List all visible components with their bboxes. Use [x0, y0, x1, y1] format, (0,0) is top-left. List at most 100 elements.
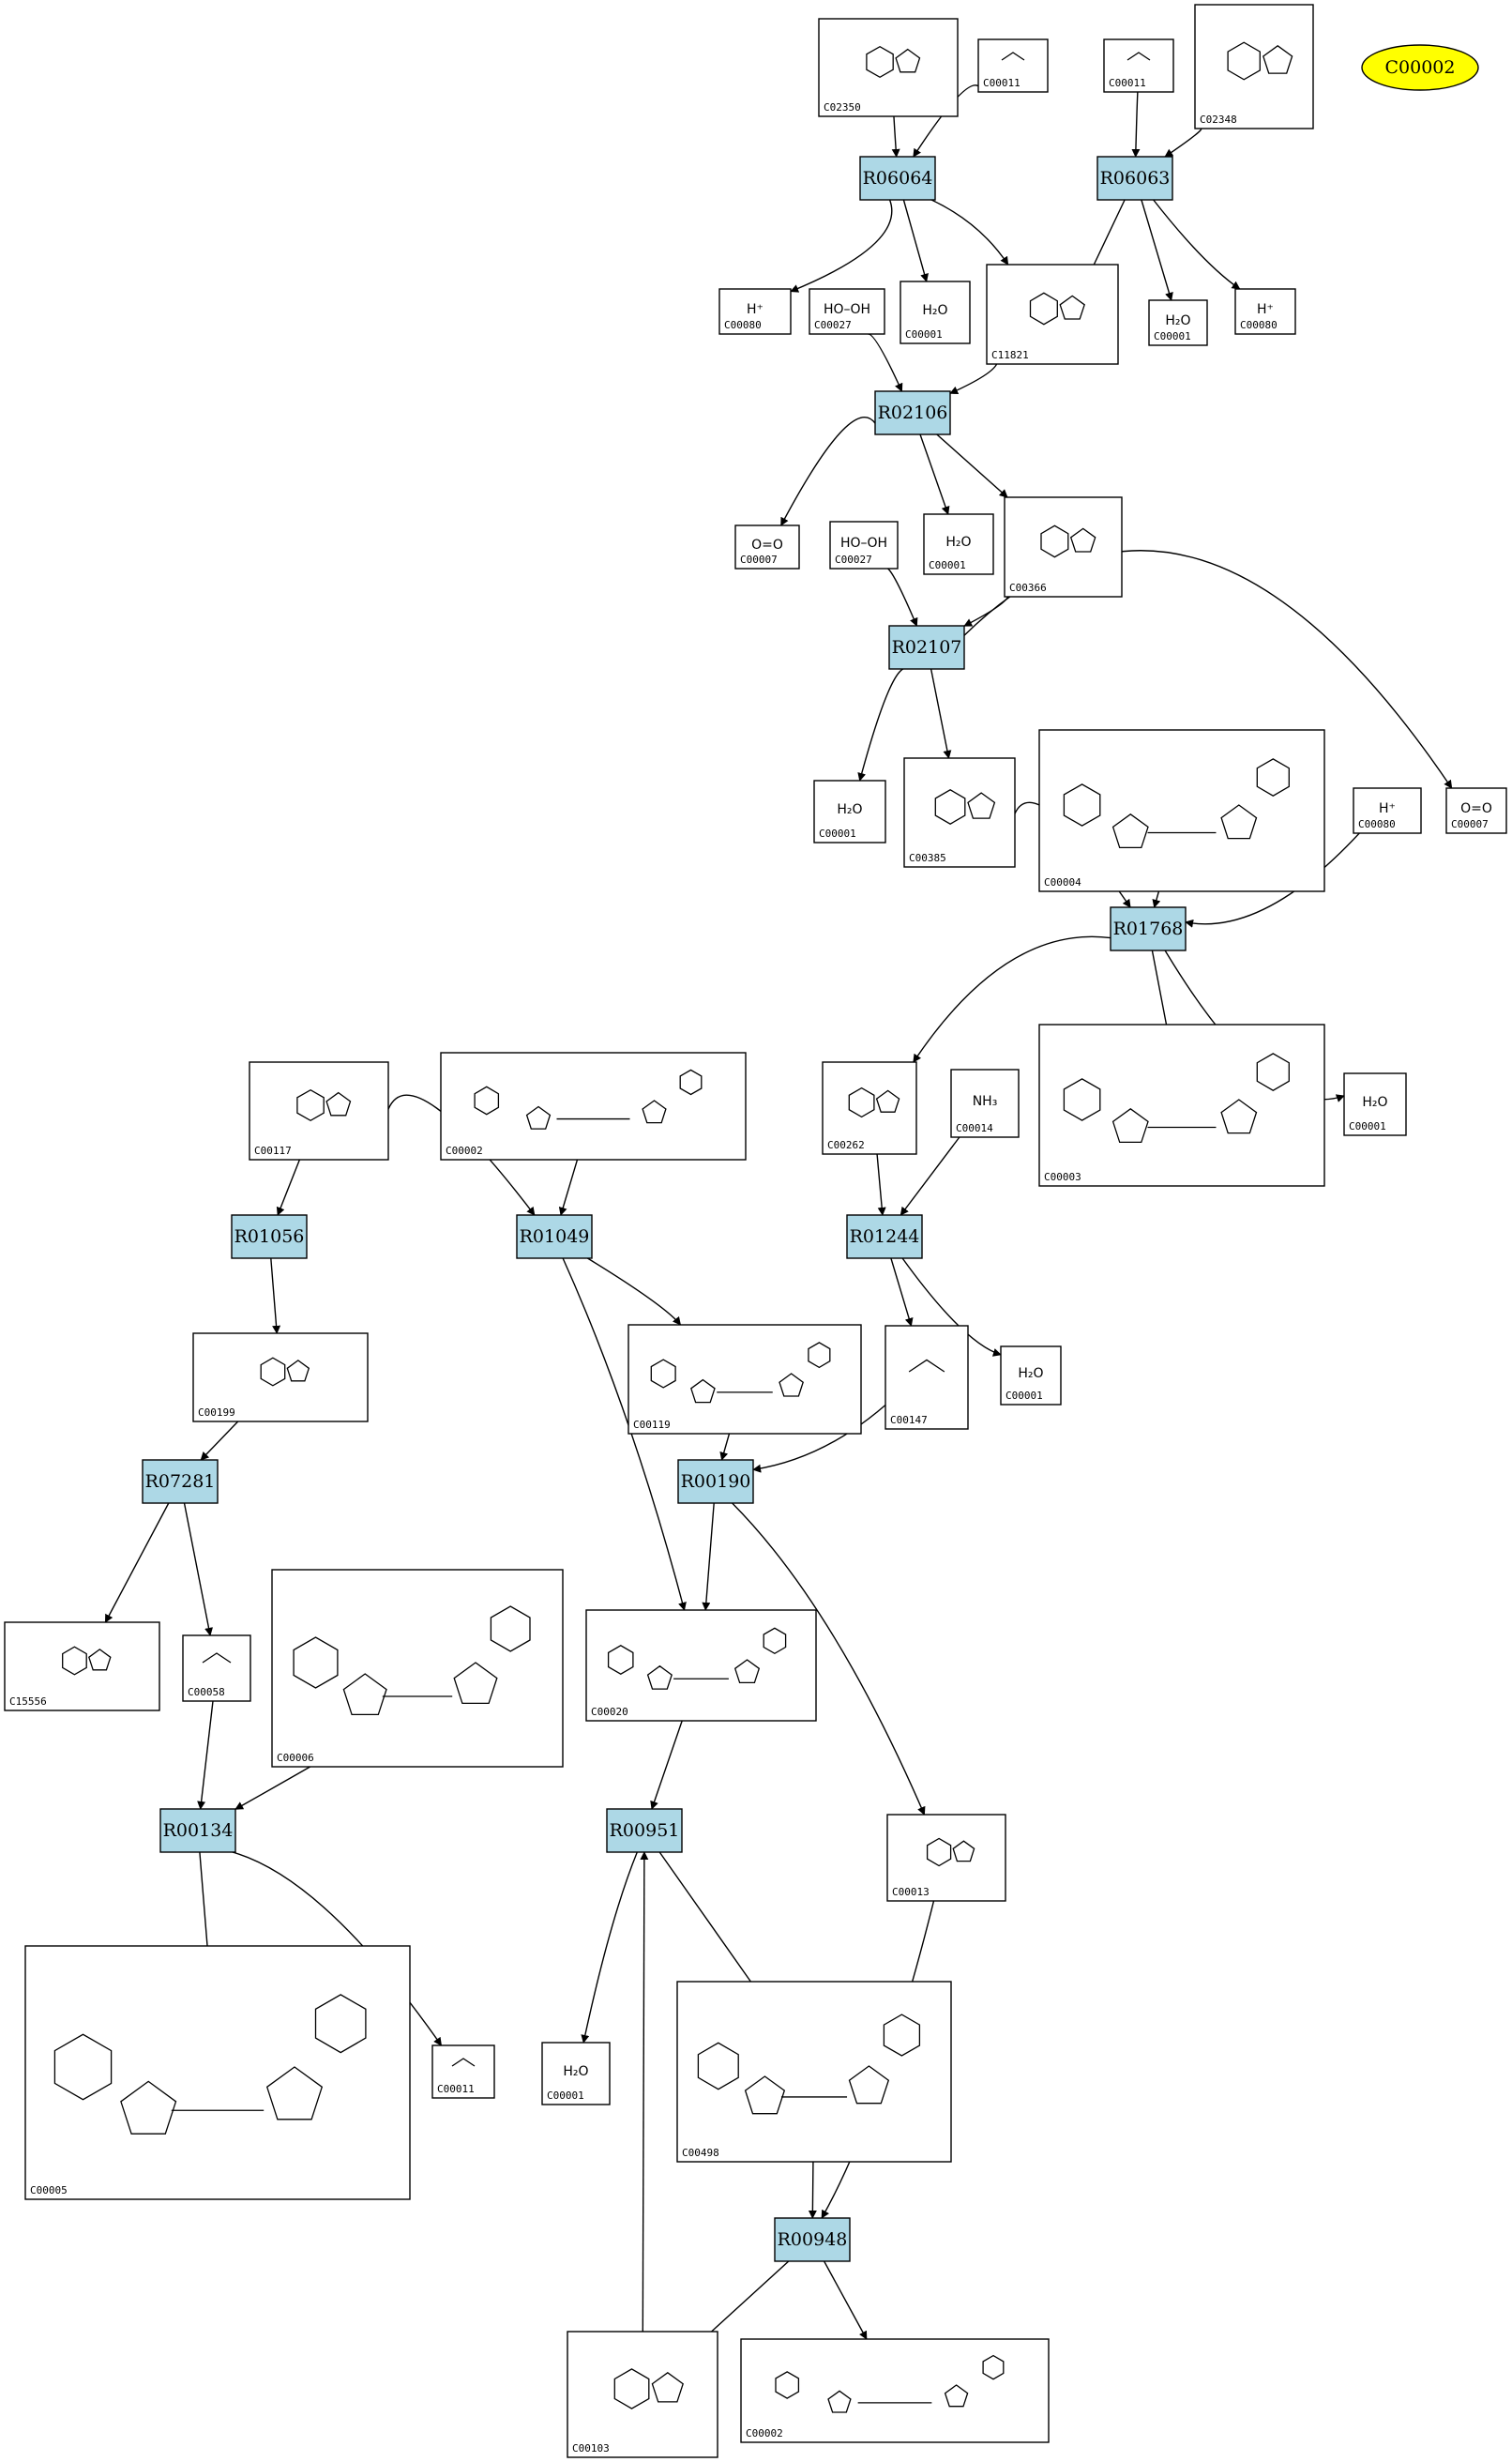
edge-arrow: [558, 1159, 579, 1216]
edge-arrow: [232, 1851, 443, 2046]
compound-id: C00007: [740, 554, 778, 566]
edge-arrow: [901, 1257, 1002, 1357]
reaction-id: R07281: [145, 1471, 216, 1492]
compound-node[interactable]: C00147: [885, 1325, 969, 1430]
compound-node[interactable]: C00002: [440, 1052, 747, 1161]
compound-box: [1038, 1024, 1325, 1187]
compound-node[interactable]: C00011: [977, 38, 1049, 93]
reaction-node[interactable]: R00134: [159, 1808, 236, 1853]
edge-arrow: [919, 433, 950, 515]
edge-arrow: [963, 596, 1009, 627]
compound-node[interactable]: C00103: [567, 2331, 718, 2458]
compound-id: C00262: [827, 1139, 865, 1151]
compound-node[interactable]: C00058: [182, 1634, 251, 1702]
compound-node[interactable]: C00013: [886, 1814, 1006, 1902]
compound-box: [718, 288, 792, 335]
compound-id: C00498: [682, 2147, 719, 2159]
reaction-node[interactable]: R00951: [606, 1808, 683, 1853]
structure-glyph: [1227, 41, 1293, 81]
compound-node[interactable]: C00011: [431, 2044, 495, 2099]
reaction-node[interactable]: R01244: [846, 1214, 923, 1259]
compound-node[interactable]: C00004: [1038, 729, 1325, 892]
compound-box: [818, 18, 959, 117]
compound-node[interactable]: H⁺C00080: [1234, 288, 1296, 335]
compound-box: [822, 1061, 917, 1155]
reaction-node[interactable]: R01768: [1110, 906, 1187, 951]
edge-arrow: [702, 1502, 715, 1611]
compound-node[interactable]: C00011: [1103, 38, 1174, 93]
compound-node[interactable]: H⁺C00080: [718, 288, 792, 335]
compound-id: C00147: [890, 1414, 928, 1426]
compound-box: [1194, 4, 1314, 129]
compound-id: C00011: [437, 2083, 475, 2095]
structure-glyph: [607, 1627, 787, 1690]
reaction-node[interactable]: R06064: [859, 156, 936, 201]
edge-arrow: [1131, 91, 1141, 158]
compound-node[interactable]: C00385: [903, 757, 1016, 868]
compound-node[interactable]: C02350: [818, 18, 959, 117]
edge-arrow: [1185, 832, 1360, 928]
compound-box: [271, 1569, 564, 1768]
compound-node[interactable]: C00262: [822, 1061, 917, 1155]
compound-box: [813, 780, 886, 843]
compound-box: [1343, 1072, 1407, 1136]
compound-id: C11821: [991, 349, 1029, 361]
edge-arrow: [104, 1502, 170, 1623]
compound-box: [1038, 729, 1325, 892]
compound-node[interactable]: C00366: [1004, 496, 1123, 598]
compound-node[interactable]: H⁺C00080: [1353, 787, 1422, 834]
reaction-node[interactable]: R01056: [231, 1214, 308, 1259]
compound-node[interactable]: C00006: [271, 1569, 564, 1768]
compound-node[interactable]: C00002: [740, 2338, 1050, 2443]
compound-node[interactable]: C15556: [4, 1621, 160, 1711]
compound-id: C00002: [746, 2427, 783, 2439]
compound-node[interactable]: C00498: [676, 1981, 952, 2163]
compound-id: C00014: [956, 1122, 993, 1134]
structure-glyph: [1063, 1053, 1290, 1144]
edge-arrow: [200, 1421, 239, 1461]
structure-glyph: [926, 1837, 975, 1867]
compound-node[interactable]: C00020: [585, 1609, 817, 1722]
structure-glyph: [1040, 524, 1096, 558]
reaction-node[interactable]: R00190: [677, 1459, 754, 1504]
reaction-box: [1110, 906, 1187, 951]
compound-id: C00001: [1154, 330, 1191, 342]
compound-node[interactable]: C00005: [24, 1945, 411, 2200]
compound-node[interactable]: C11821: [986, 264, 1119, 365]
reaction-node[interactable]: R01049: [516, 1214, 593, 1259]
compound-node[interactable]: C00117: [249, 1061, 389, 1161]
compound-node[interactable]: C00199: [192, 1332, 369, 1422]
compound-node[interactable]: C00119: [627, 1324, 862, 1435]
reaction-node[interactable]: R00948: [774, 2217, 851, 2262]
highlighted-compound[interactable]: C00002: [1361, 44, 1479, 91]
compound-node[interactable]: C02348: [1194, 4, 1314, 129]
compound-id: C00027: [814, 319, 852, 331]
reaction-node[interactable]: R02106: [874, 390, 951, 435]
reaction-node[interactable]: R06063: [1096, 156, 1173, 201]
compound-node[interactable]: C00003: [1038, 1024, 1325, 1187]
edge-arrow: [857, 667, 909, 782]
compound-box: [1103, 38, 1174, 93]
reaction-node[interactable]: R07281: [142, 1459, 219, 1504]
compound-id: C00001: [1349, 1120, 1386, 1132]
edge-arrow: [900, 1136, 960, 1216]
reaction-node[interactable]: R02107: [888, 625, 965, 670]
structure-glyph: [53, 1994, 367, 2135]
reaction-box: [677, 1459, 754, 1504]
structure-glyph: [613, 2368, 684, 2409]
reaction-id: R06064: [863, 168, 933, 189]
compound-formula: O=O: [1460, 801, 1492, 816]
compound-formula: H⁺: [747, 302, 764, 317]
